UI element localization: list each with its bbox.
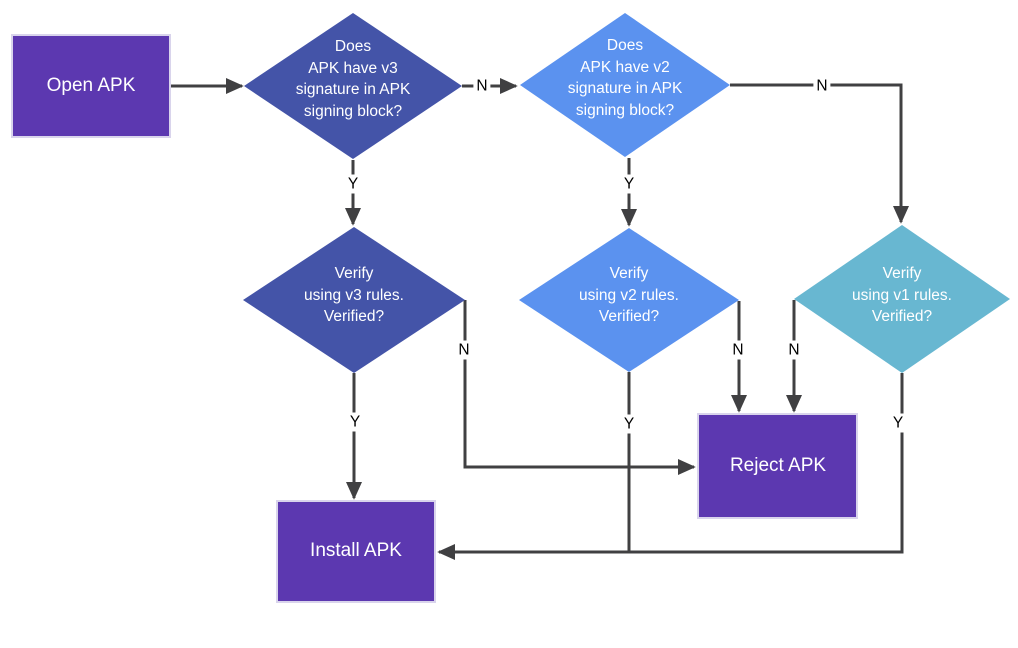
- label-verifyv2-yes: Y: [620, 414, 638, 434]
- label-verifyv3-yes: Y: [346, 412, 364, 432]
- label-verifyv1-no: N: [785, 340, 803, 360]
- node-question-v2-signature: [520, 13, 730, 157]
- label-qv3-yes: Y: [344, 174, 362, 194]
- node-question-v3-signature: [244, 13, 462, 159]
- label-qv2-no: N: [813, 76, 831, 96]
- node-verify-v3-rules: [243, 227, 465, 373]
- node-verify-v2-rules: [519, 228, 739, 372]
- edge-verifyv1-yes-install: [437, 373, 904, 561]
- node-install-apk: [276, 500, 436, 603]
- label-qv2-yes: Y: [620, 174, 638, 194]
- label-verifyv1-yes: Y: [889, 413, 907, 433]
- node-reject-apk: [697, 413, 858, 519]
- edge-qv2-no-verifyv1: [730, 83, 910, 224]
- label-verifyv3-no: N: [455, 340, 473, 360]
- node-verify-v1-rules: [794, 225, 1010, 373]
- node-open-apk: [11, 34, 171, 138]
- label-qv3-no: N: [473, 76, 491, 96]
- label-verifyv2-no: N: [729, 340, 747, 360]
